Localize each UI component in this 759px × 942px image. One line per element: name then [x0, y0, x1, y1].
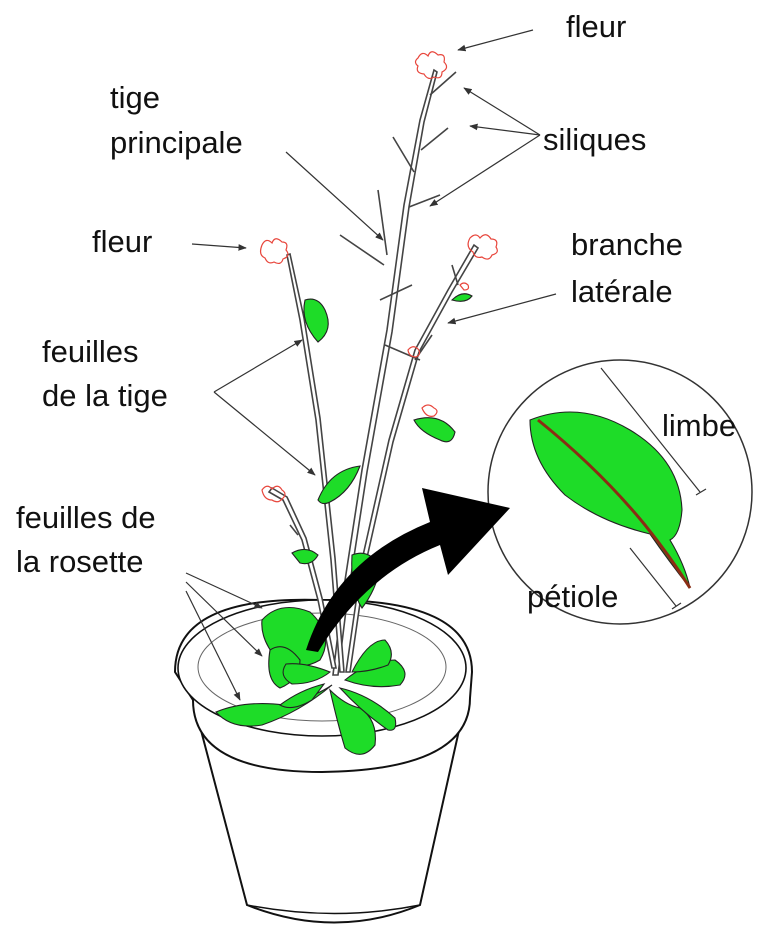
- label-fleur-left: fleur: [92, 224, 152, 259]
- label-de-la-tige: de la tige: [42, 378, 168, 413]
- label-petiole: pétiole: [527, 579, 618, 614]
- label-la-rosette: la rosette: [16, 544, 144, 579]
- label-limbe: limbe: [662, 408, 736, 443]
- label-principale: principale: [110, 125, 243, 160]
- label-fleur-top: fleur: [566, 9, 626, 44]
- label-feuilles-de: feuilles de: [16, 500, 156, 535]
- label-siliques: siliques: [543, 122, 646, 157]
- label-tige: tige: [110, 80, 160, 115]
- label-feuilles: feuilles: [42, 334, 139, 369]
- label-branche: branche: [571, 227, 683, 262]
- label-laterale: latérale: [571, 274, 673, 309]
